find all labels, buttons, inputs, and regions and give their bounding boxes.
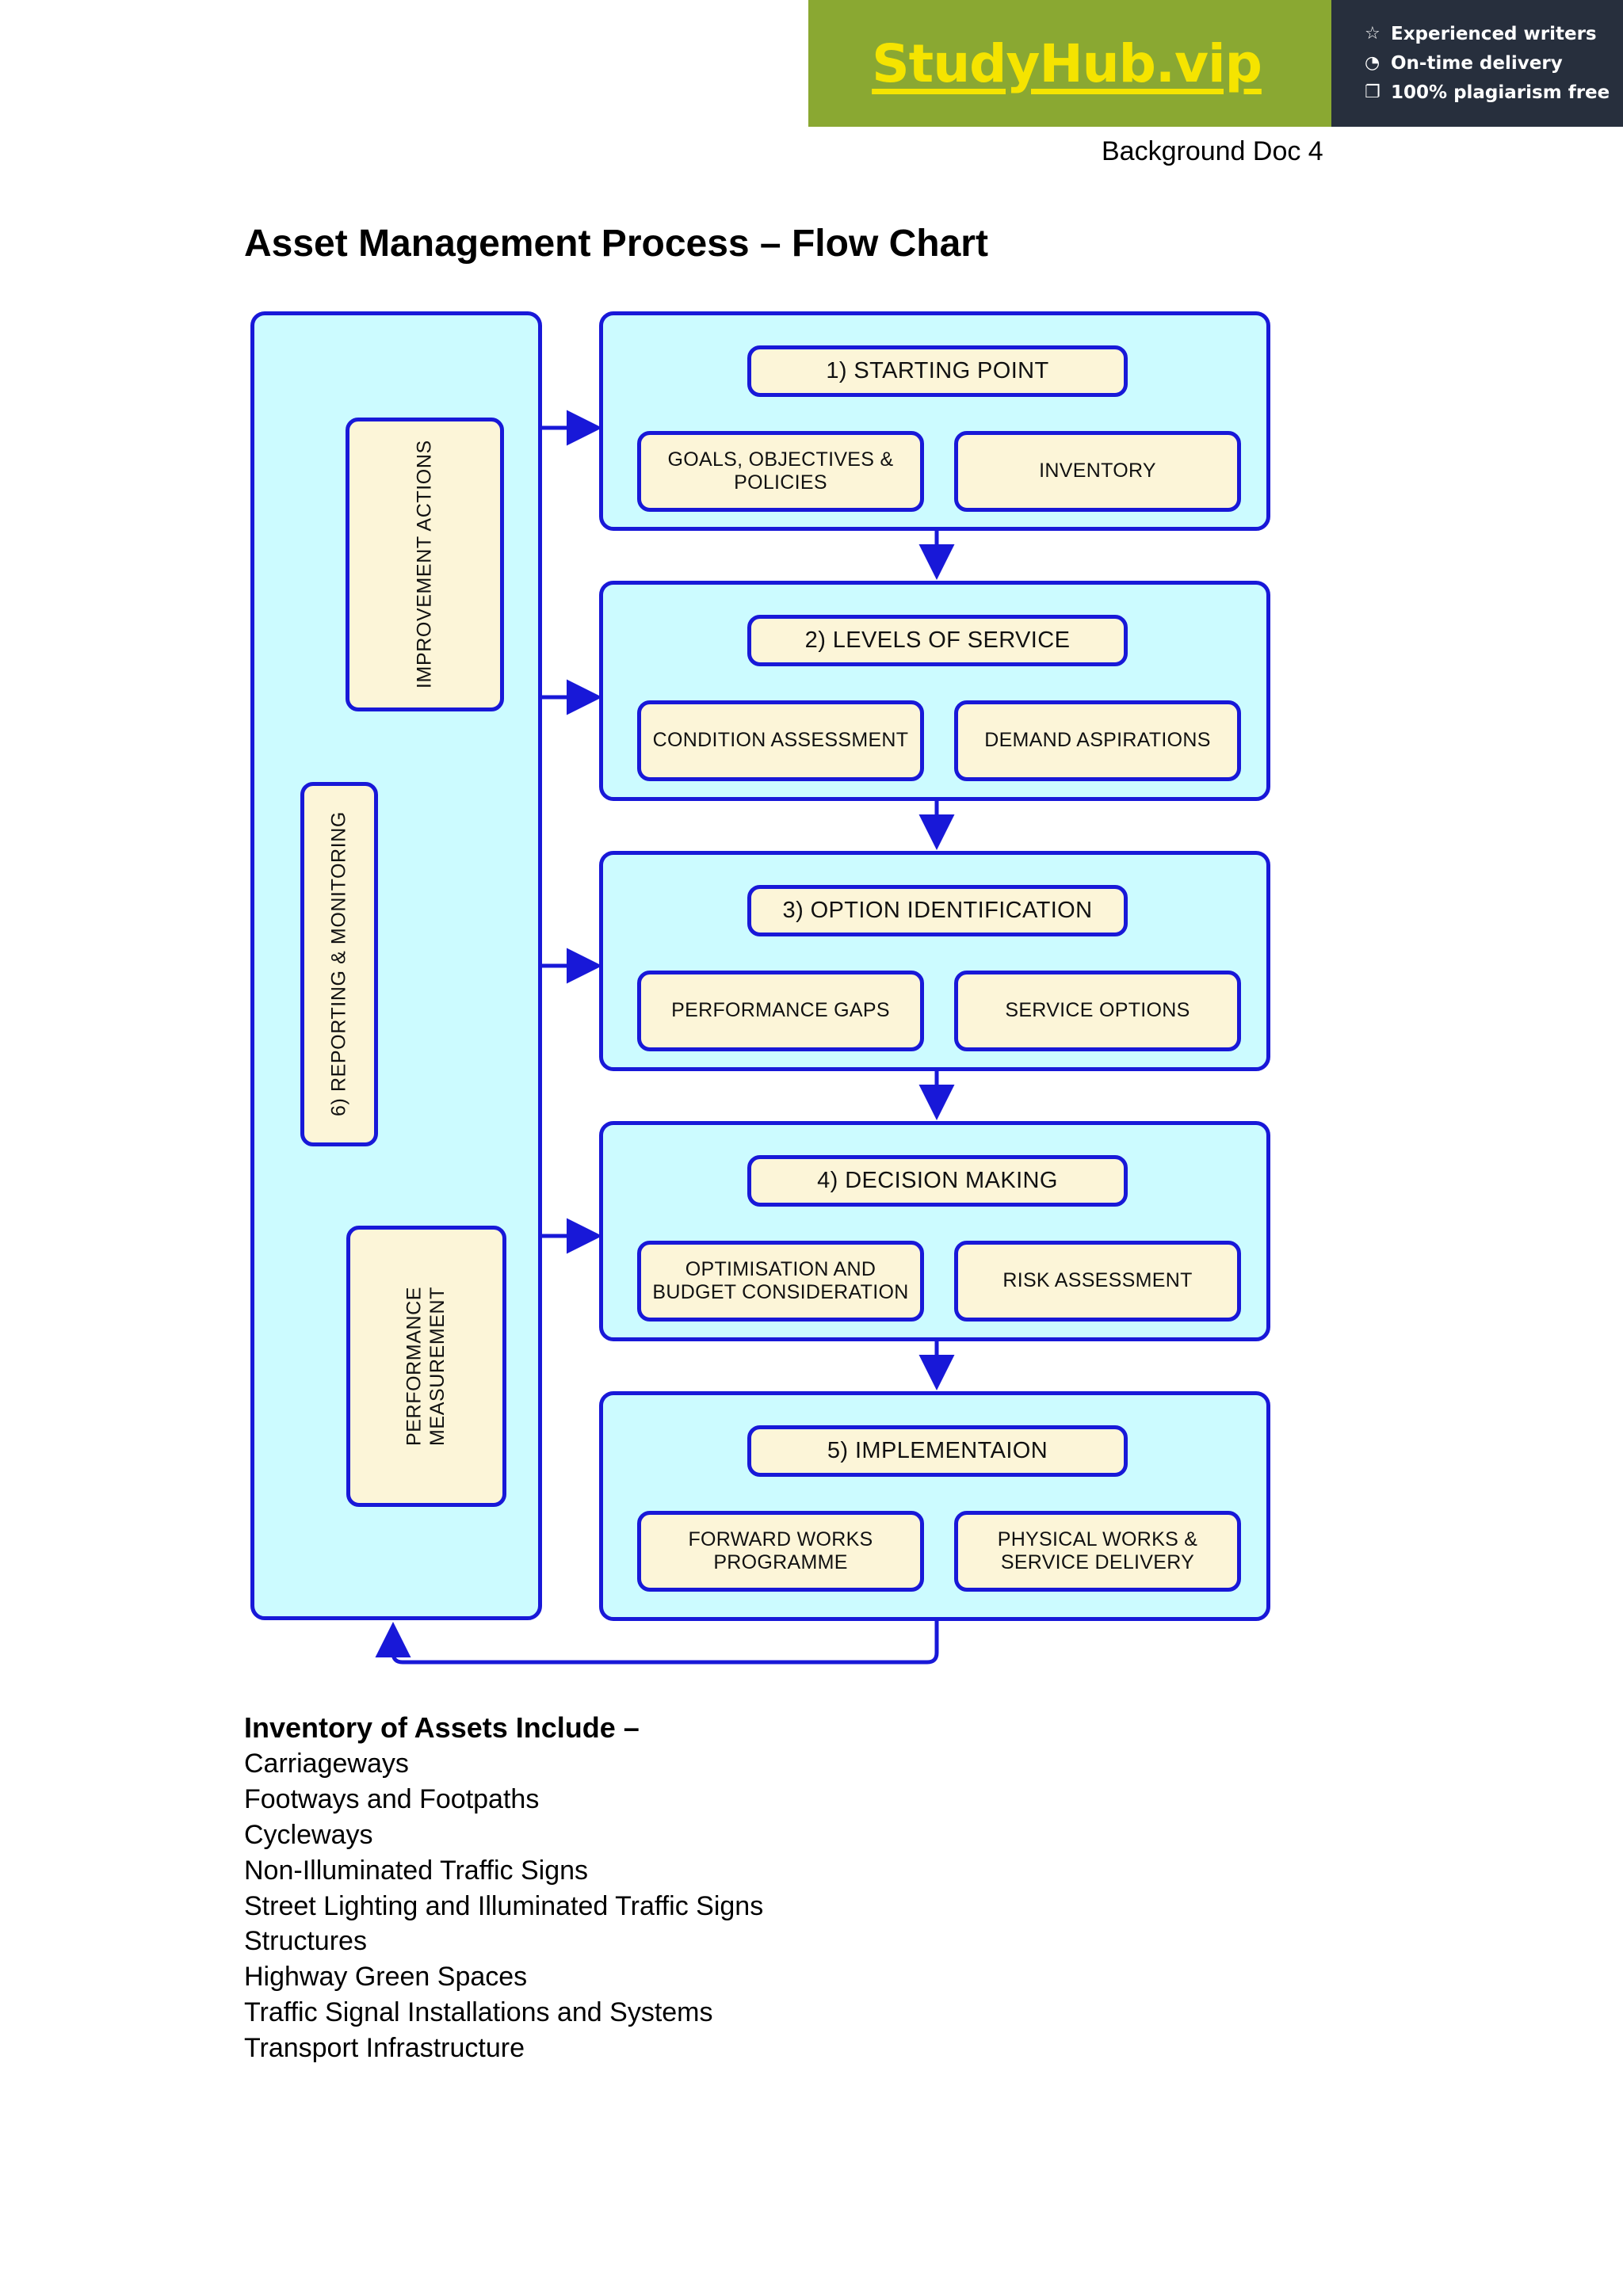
panel-box-reporting-monitoring[interactable]: 6) REPORTING & MONITORING [300,782,378,1146]
stage-2-title-box[interactable]: 2) LEVELS OF SERVICE [747,615,1128,666]
stage-5-subbox-left[interactable]: FORWARD WORKS PROGRAMME [637,1511,924,1592]
stage-5-implementation: 5) IMPLEMENTAION FORWARD WORKS PROGRAMME… [599,1391,1270,1621]
asset-list-item: Cycleways [244,1819,373,1850]
asset-list-item: Carriageways [244,1749,409,1779]
stage-4-subbox-right[interactable]: RISK ASSESSMENT [954,1241,1241,1322]
inventory-of-assets-list: Inventory of Assets Include – Carriagewa… [244,1711,1116,2066]
stage-3-subbox-right[interactable]: SERVICE OPTIONS [954,971,1241,1051]
stage-1-title-box[interactable]: 1) STARTING POINT [747,345,1128,397]
copy-icon: ❐ [1365,82,1381,102]
stage-4-title-box[interactable]: 4) DECISION MAKING [747,1155,1128,1207]
stage-5-subbox-right[interactable]: PHYSICAL WORKS & SERVICE DELIVERY [954,1511,1241,1592]
stage-2-subbox-left[interactable]: CONDITION ASSESSMENT [637,700,924,781]
banner-bullet-experienced-writers: ☆ Experienced writers [1365,24,1623,44]
banner-arrow-shape [1300,0,1331,127]
banner-bullet-plagiarism-free: ❐ 100% plagiarism free [1365,82,1623,103]
stage-4-decision-making: 4) DECISION MAKING OPTIMISATION AND BUDG… [599,1121,1270,1341]
banner-bullet-on-time-delivery: ◔ On-time delivery [1365,53,1623,74]
banner-bullet-label: Experienced writers [1391,24,1597,44]
banner-features-panel: ☆ Experienced writers ◔ On-time delivery… [1331,0,1623,127]
stage-1-starting-point: 1) STARTING POINT GOALS, OBJECTIVES & PO… [599,311,1270,531]
asset-list-item: Footways and Footpaths [244,1783,540,1814]
page-title: Asset Management Process – Flow Chart [244,223,988,265]
stage-5-title-box[interactable]: 5) IMPLEMENTAION [747,1425,1128,1477]
stage-1-subbox-right[interactable]: INVENTORY [954,431,1241,512]
asset-list-heading: Inventory of Assets Include – [244,1711,640,1744]
star-icon: ☆ [1365,24,1381,44]
studyhub-logo: StudyHub.vip [872,32,1262,94]
asset-list-item: Highway Green Spaces [244,1962,528,1993]
clock-icon: ◔ [1365,53,1381,73]
asset-list-item: Transport Infrastructure [244,2033,525,2063]
stage-2-levels-of-service: 2) LEVELS OF SERVICE CONDITION ASSESSMEN… [599,581,1270,801]
banner-bullet-label: 100% plagiarism free [1391,82,1610,103]
banner-logo-panel: StudyHub.vip [808,0,1331,127]
asset-list-item: Traffic Signal Installations and Systems [244,1997,713,2028]
connector-feedback-loop [375,1621,939,1665]
asset-list-item: Street Lighting and Illuminated Traffic … [244,1890,764,1921]
asset-list-item: Non-Illuminated Traffic Signs [244,1855,589,1886]
document-label: Background Doc 4 [1102,136,1323,166]
banner-bullet-label: On-time delivery [1391,53,1563,74]
stage-2-subbox-right[interactable]: DEMAND ASPIRATIONS [954,700,1241,781]
stage-4-subbox-left[interactable]: OPTIMISATION AND BUDGET CONSIDERATION [637,1241,924,1322]
stage-3-subbox-left[interactable]: PERFORMANCE GAPS [637,971,924,1051]
stage-3-option-identification: 3) OPTION IDENTIFICATION PERFORMANCE GAP… [599,851,1270,1071]
stage-1-subbox-left[interactable]: GOALS, OBJECTIVES & POLICIES [637,431,924,512]
studyhub-watermark-banner: StudyHub.vip ☆ Experienced writers ◔ On-… [808,0,1623,127]
panel-box-performance-measurement[interactable]: PERFORMANCE MEASUREMENT [346,1226,506,1507]
asset-list-item: Structures [244,1926,367,1957]
panel-box-improvement-actions[interactable]: IMPROVEMENT ACTIONS [346,418,504,711]
stage-3-title-box[interactable]: 3) OPTION IDENTIFICATION [747,885,1128,936]
